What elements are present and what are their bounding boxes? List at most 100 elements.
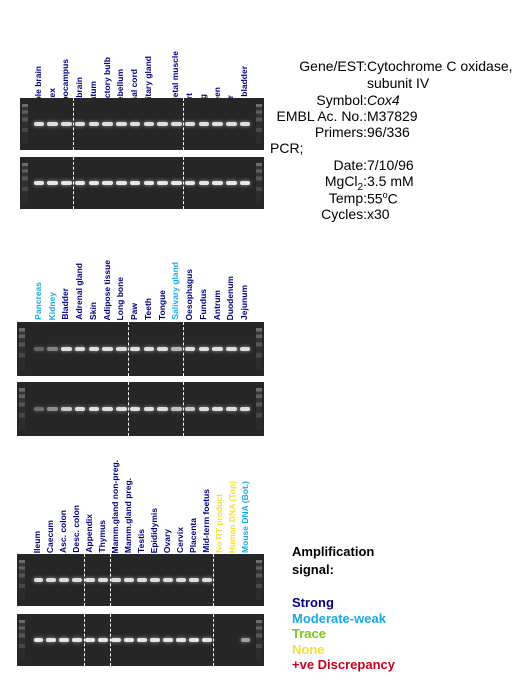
pcr-heading: PCR; xyxy=(270,140,304,156)
cycles-value: x30 xyxy=(367,206,390,222)
lane-group-divider xyxy=(128,322,130,376)
gel-band xyxy=(226,122,237,126)
lane-group-divider xyxy=(213,614,215,666)
gel-band xyxy=(157,407,168,411)
gel-band xyxy=(116,407,127,411)
ladder-marker xyxy=(256,328,262,370)
lane-label: Adipose tissue xyxy=(101,259,112,320)
gel-band xyxy=(171,181,182,185)
lane-label: Asc. colon xyxy=(58,510,69,553)
gel-band xyxy=(59,638,70,642)
lane-label: Antrum xyxy=(211,289,222,320)
gel-band xyxy=(74,181,86,185)
gene-value-line1: Cytochrome C oxidase, xyxy=(367,58,513,74)
lane-label: Mid-term foetus xyxy=(200,489,211,553)
gel-band xyxy=(239,347,251,351)
gel-band xyxy=(74,347,86,351)
panel-3-gel-top xyxy=(17,554,264,606)
lane-group-divider xyxy=(73,98,75,150)
gel-band xyxy=(47,347,58,351)
embl-value: M37829 xyxy=(367,108,418,124)
gel-band xyxy=(102,181,113,185)
lane-label: Mamm.gland non-preg. xyxy=(110,459,121,554)
lane-group-divider xyxy=(183,382,185,436)
gel-band xyxy=(171,407,182,411)
lane-label: Long bone xyxy=(115,276,126,320)
gel-band xyxy=(201,638,212,642)
gel-band xyxy=(102,122,113,126)
lane-group-divider xyxy=(83,614,85,666)
symbol-value: Cox4 xyxy=(367,92,400,108)
gel-band xyxy=(98,638,109,642)
legend-item: +ve Discrepancy xyxy=(292,657,395,672)
gel-band xyxy=(184,181,196,185)
gel-band xyxy=(240,638,251,642)
gel-band xyxy=(116,181,127,185)
symbol-key: Symbol: xyxy=(316,92,367,108)
gel-band xyxy=(239,122,251,126)
gel-band xyxy=(47,122,58,126)
gel-band xyxy=(137,638,147,642)
gel-band xyxy=(129,347,141,351)
lane-label: Bladder xyxy=(60,288,71,320)
legend-item: Moderate-weak xyxy=(292,610,386,626)
ladder-marker xyxy=(256,104,262,144)
gel-band xyxy=(143,407,155,411)
gel-band xyxy=(184,407,196,411)
gel-band xyxy=(171,122,182,126)
lane-label: Mamm.gland preg. xyxy=(123,477,134,553)
gel-band xyxy=(61,181,72,185)
lane-label: Thymus xyxy=(97,520,108,553)
gel-band xyxy=(162,578,173,582)
gel-band xyxy=(72,638,83,642)
gel-band xyxy=(111,578,122,582)
gel-band xyxy=(61,407,72,411)
panel-2-gel-top xyxy=(17,322,264,376)
temp-value: 55oC xyxy=(367,190,398,207)
lane-label: Cervix xyxy=(174,527,185,553)
gel-band xyxy=(157,181,168,185)
gel-band xyxy=(226,181,237,185)
lane-group-divider xyxy=(183,322,185,376)
gel-band xyxy=(150,578,160,582)
gel-band xyxy=(175,578,186,582)
mgcl-key-suffix: : xyxy=(363,173,367,189)
legend-title-line2: signal: xyxy=(292,562,334,577)
gel-band xyxy=(98,578,109,582)
gel-band xyxy=(212,347,223,351)
temp-value-unit: C xyxy=(387,190,398,207)
panel-2-gel-bottom xyxy=(17,382,264,436)
gel-band xyxy=(72,578,83,582)
mgcl-key-prefix: MgCl xyxy=(324,173,358,189)
gel-band xyxy=(157,122,168,126)
primers-value: 96/336 xyxy=(367,124,410,140)
gel-band xyxy=(116,122,127,126)
lane-label: Teeth xyxy=(142,297,153,320)
gel-band xyxy=(129,181,141,185)
gel-band xyxy=(198,407,210,411)
gel-band xyxy=(226,347,237,351)
gel-band xyxy=(85,638,96,642)
panel-1-gel-bottom xyxy=(20,157,264,209)
lane-label: Mouse DNA (Bot.) xyxy=(239,481,250,553)
temp-key: Temp: xyxy=(328,190,367,206)
lane-group-divider xyxy=(128,382,130,436)
lane-label: Fundus xyxy=(197,289,208,320)
lane-label: Jejunum xyxy=(239,285,250,320)
temp-value-num: 55 xyxy=(367,190,383,207)
lane-label: Human DNA (Top) xyxy=(226,480,237,553)
lane-label: Salivary gland xyxy=(170,262,181,320)
gel-band xyxy=(33,578,44,582)
gel-band xyxy=(226,407,237,411)
gel-band xyxy=(162,638,173,642)
ladder-marker xyxy=(19,328,25,370)
embl-key: EMBL Ac. No.: xyxy=(276,108,367,124)
lane-group-divider xyxy=(109,614,111,666)
lane-group-divider xyxy=(109,554,111,606)
gel-band xyxy=(143,347,155,351)
ladder-marker xyxy=(19,560,25,600)
date-value: 7/10/96 xyxy=(367,157,414,173)
gel-band xyxy=(124,638,134,642)
